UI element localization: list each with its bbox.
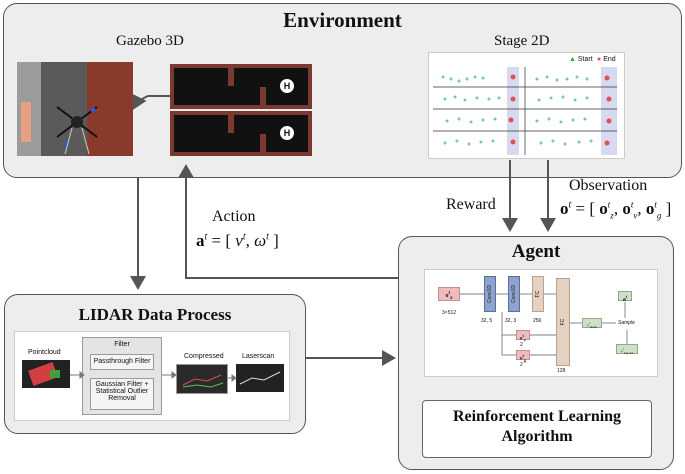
- rl-algorithm-box: Reinforcement Learning Algorithm: [422, 400, 652, 458]
- gazebo-label: Gazebo 3D: [116, 33, 184, 49]
- helipad-icon: H: [280, 126, 294, 140]
- helipad-icon: H: [280, 79, 294, 93]
- passthrough-filter-label: Passthrough Filter: [93, 358, 151, 365]
- rl-algorithm-label: Reinforcement Learning Algorithm: [452, 408, 622, 445]
- compressed-image: [176, 364, 228, 394]
- output-a-box: at: [618, 291, 632, 303]
- stage-image: ▲ Start ● End: [428, 52, 625, 159]
- stage-label: Stage 2D: [494, 33, 550, 49]
- conv1-layer: Conv1D: [484, 276, 496, 312]
- v-logstd-box: vtlog std: [616, 344, 638, 355]
- pointcloud-image: [22, 360, 70, 388]
- lidar-title: LIDAR Data Process: [78, 305, 232, 324]
- gaussian-filter-label: Gaussian Filter + Statistical Outlier Re…: [95, 381, 149, 402]
- fc1-dim: 256: [533, 318, 542, 324]
- sample-label: Sample: [618, 320, 635, 326]
- filter-label: Filter: [114, 341, 130, 348]
- conv2-dim: 32, 3: [505, 318, 517, 324]
- stage-trajectories: [433, 67, 617, 155]
- legend-start: ▲ Start: [569, 56, 593, 63]
- v-dim: 2: [520, 342, 523, 348]
- conv1-dim: 32, 5: [481, 318, 493, 324]
- observation-formula: ot = [ otz, otv, otg ]: [560, 199, 672, 221]
- legend-end: ● End: [597, 56, 616, 63]
- laserscan-image: [236, 364, 284, 392]
- passthrough-filter-box: Passthrough Filter: [90, 354, 154, 370]
- fc2-layer: FC: [556, 278, 570, 366]
- input-dim: 3×512: [442, 310, 457, 316]
- g-dim: 2: [520, 362, 523, 368]
- environment-title: Environment: [283, 8, 402, 32]
- reward-label: Reward: [446, 196, 496, 213]
- action-formula: at = [ vt, ωt ]: [196, 231, 279, 250]
- input-ov-box: otv: [516, 330, 530, 343]
- input-oz-box: otz: [438, 287, 460, 301]
- input-og-box: otg: [516, 350, 530, 363]
- network-diagram: [424, 269, 658, 377]
- compressed-label: Compressed: [184, 353, 224, 360]
- drone-icon: [56, 106, 98, 155]
- gazebo-drone-image: [17, 62, 133, 156]
- gazebo-map-top: H: [170, 64, 312, 109]
- fc2-dim: 128: [557, 368, 566, 374]
- action-label: Action: [212, 208, 256, 225]
- laserscan-label: Laserscan: [242, 353, 275, 360]
- gaussian-filter-box: Gaussian Filter + Statistical Outlier Re…: [90, 378, 154, 410]
- agent-title: Agent: [511, 241, 561, 262]
- pointcloud-label: Pointcloud: [28, 349, 61, 356]
- gazebo-map-bottom: H: [170, 111, 312, 156]
- v-mean-box: vtmean: [582, 318, 602, 329]
- conv2-layer: Conv1D: [508, 276, 520, 312]
- fc1-layer: FC: [532, 276, 544, 312]
- observation-label: Observation: [569, 177, 648, 194]
